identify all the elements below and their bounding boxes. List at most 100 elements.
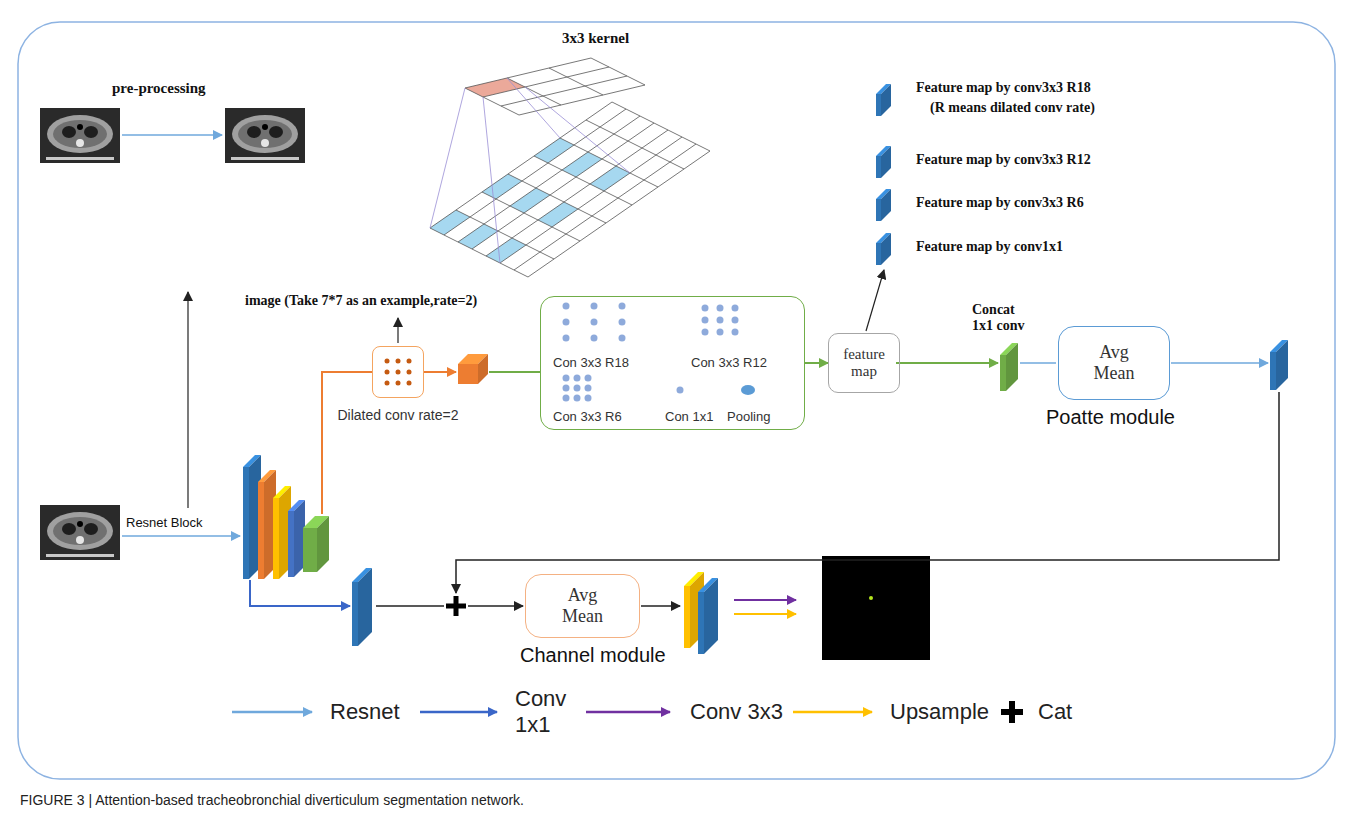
slab-front bbox=[684, 586, 690, 648]
branch-label: Con 3x3 R18 bbox=[553, 355, 629, 370]
slab-front bbox=[876, 156, 881, 178]
annotation-label: pre-processing bbox=[112, 80, 206, 97]
annotation-label: image (Take 7*7 as an example,rate=2) bbox=[245, 293, 477, 309]
feature-map-icon bbox=[876, 84, 891, 116]
label-slot: Feature map by conv3x3 R12 bbox=[916, 152, 1091, 168]
module-label: Dilated conv rate=2 bbox=[337, 407, 458, 423]
kernel-dot bbox=[677, 387, 684, 394]
label-slot: Feature map by conv3x3 R18 bbox=[916, 80, 1091, 96]
legend-plus bbox=[1001, 701, 1023, 723]
slab-front bbox=[876, 94, 881, 116]
branch-label: Pooling bbox=[727, 409, 770, 424]
kernel-dot bbox=[396, 359, 401, 364]
attention-return-line bbox=[456, 392, 1279, 593]
kernel-dot bbox=[385, 381, 390, 386]
text-slot: Con 3x3 R12 bbox=[691, 355, 767, 370]
node-text: Avg Mean bbox=[553, 585, 613, 626]
resnet-block-layer bbox=[288, 500, 305, 577]
kernel-dot bbox=[385, 359, 390, 364]
slab-front bbox=[303, 528, 317, 572]
pooling-symbol bbox=[741, 385, 755, 395]
legend-text: Cat bbox=[1038, 699, 1072, 725]
generated-art bbox=[122, 58, 1288, 723]
ct-scan-processed bbox=[225, 108, 305, 163]
concat-arrow bbox=[896, 362, 998, 364]
dilated-arrow bbox=[424, 371, 456, 373]
concat-symbol bbox=[446, 596, 466, 616]
slab-side bbox=[317, 516, 329, 572]
legend-slot: Upsample bbox=[890, 699, 989, 725]
dilated-path bbox=[322, 372, 372, 514]
kernel-line bbox=[465, 58, 591, 88]
kernel-dot bbox=[619, 319, 626, 326]
grid-line bbox=[528, 151, 710, 277]
label-slot: Feature map by conv1x1 bbox=[916, 239, 1063, 255]
slab-front bbox=[876, 243, 881, 265]
kernel-dot bbox=[574, 395, 581, 402]
legend-arrow bbox=[793, 711, 872, 714]
resnet-block-layer bbox=[303, 516, 329, 572]
annotation-label: Channel module bbox=[520, 644, 666, 667]
plus-bar bbox=[454, 596, 459, 616]
avg-mean-box: Avg Mean bbox=[525, 574, 640, 638]
slab-side bbox=[1276, 340, 1288, 390]
kernel-dot bbox=[385, 370, 390, 375]
kernel-dot bbox=[396, 381, 401, 386]
feature-map-box: feature map bbox=[828, 333, 900, 393]
dilated-feature-cube bbox=[458, 354, 488, 384]
legend-text: Upsample bbox=[890, 699, 989, 725]
resnet-arrow bbox=[122, 134, 222, 136]
conv1x1-arrow bbox=[250, 580, 350, 606]
kernel-dot bbox=[563, 385, 570, 392]
attention-feature bbox=[1270, 340, 1288, 390]
ct-scan-raw bbox=[40, 108, 120, 163]
conv3x3-arrow bbox=[734, 599, 796, 601]
projection-line bbox=[507, 78, 560, 138]
segmentation-output bbox=[822, 556, 930, 660]
kernel-dot bbox=[619, 335, 626, 342]
flow-line bbox=[376, 605, 444, 607]
projection-line bbox=[430, 88, 465, 228]
label-slot: 3x3 kernel bbox=[562, 30, 629, 47]
slab-side bbox=[1006, 343, 1018, 391]
aspp-module-box: Con 3x3 R18 Con 3x3 R12Con 3x3 R6 Con 1x1 P… bbox=[540, 296, 805, 430]
projection-line bbox=[483, 97, 500, 263]
text-slot: Dilated conv rate=2 bbox=[337, 407, 458, 423]
slab-side bbox=[881, 146, 891, 178]
label-slot: pre-processing bbox=[112, 80, 206, 97]
grid-line bbox=[500, 137, 682, 263]
channel-feature bbox=[698, 578, 718, 654]
annotation-label: 3x3 kernel bbox=[562, 30, 629, 47]
grid-line bbox=[430, 228, 528, 277]
slab-front bbox=[458, 364, 478, 384]
kernel-dot bbox=[396, 370, 401, 375]
grid-line bbox=[472, 123, 654, 249]
annotation-label: Feature map by conv3x3 R6 bbox=[916, 195, 1084, 211]
legend-slot: Resnet bbox=[330, 699, 400, 725]
flow-connector bbox=[805, 362, 828, 364]
text-slot: Con 3x3 R6 bbox=[553, 409, 622, 424]
kernel-dot bbox=[591, 319, 598, 326]
resnet-arrow bbox=[122, 535, 240, 537]
text-slot: Con 1x1 bbox=[665, 409, 713, 424]
slab-side bbox=[881, 189, 891, 221]
leader-arrow bbox=[187, 292, 188, 508]
kernel-dot bbox=[563, 319, 570, 326]
slab-side bbox=[478, 354, 488, 384]
dilated-conv-box: Dilated conv rate=2 bbox=[372, 346, 424, 398]
figure-caption: FIGURE 3 | Attention-based tracheobronch… bbox=[20, 792, 524, 808]
grid-line bbox=[444, 109, 626, 235]
text-slot: Con 3x3 R18 bbox=[553, 355, 629, 370]
kernel-dot bbox=[585, 385, 592, 392]
slab-front bbox=[352, 582, 358, 646]
legend-text: Resnet bbox=[330, 699, 400, 725]
slab-front bbox=[243, 467, 249, 579]
label-slot: image (Take 7*7 as an example,rate=2) bbox=[245, 293, 477, 309]
conv1x1-feature bbox=[352, 568, 372, 646]
kernel-line bbox=[501, 76, 627, 106]
caption-slot: FIGURE 3 | Attention-based tracheobronch… bbox=[20, 792, 524, 808]
kernel-dot bbox=[585, 375, 592, 382]
aspp-input-line bbox=[489, 371, 540, 373]
kernel-dot bbox=[732, 305, 739, 312]
kernel-dot bbox=[407, 370, 412, 375]
